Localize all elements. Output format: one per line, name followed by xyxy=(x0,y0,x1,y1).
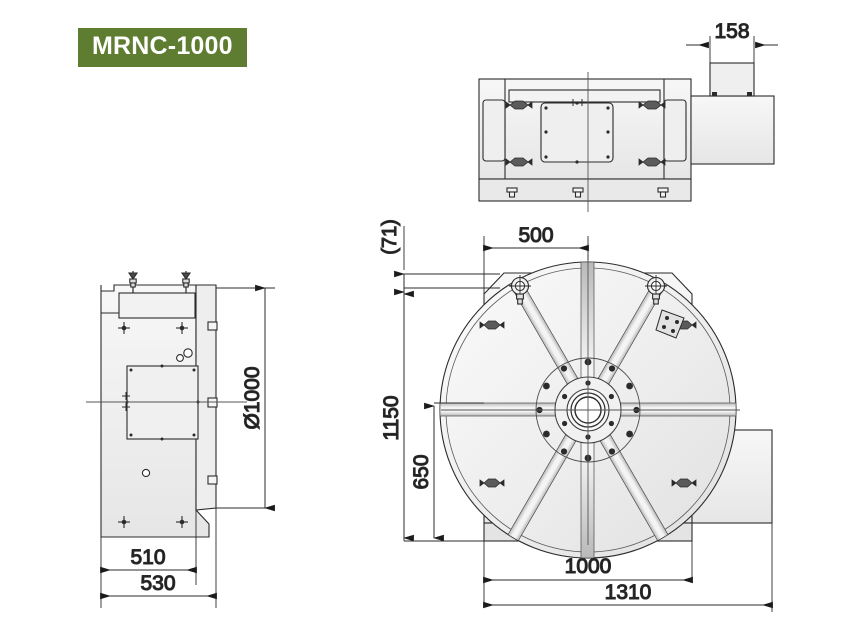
page-title: MRNC-1000 xyxy=(78,28,247,67)
top-view-motor-housing xyxy=(690,95,775,165)
dimension-dia1000 xyxy=(216,284,275,512)
side-view-bolt-markers xyxy=(118,322,188,528)
dimension-530 xyxy=(100,508,217,608)
side-view-fixture-plate xyxy=(126,365,199,440)
top-view-fixture-plate xyxy=(540,102,614,163)
side-view-top-pocket xyxy=(118,292,196,319)
top-view-rail xyxy=(508,89,661,103)
front-view-bolt-circle-inner xyxy=(562,380,615,440)
top-view-group: 158 xyxy=(478,19,778,212)
front-view-clamp-symbols xyxy=(479,320,697,488)
top-view-pocket-left xyxy=(482,99,506,162)
top-view-centre-marks xyxy=(569,99,586,106)
dimension-650 xyxy=(424,402,484,542)
dimension-1000 xyxy=(483,523,693,605)
dimension-510-label: 510 xyxy=(130,546,165,569)
dimension-dia1000-label: Ø1000 xyxy=(241,366,264,429)
dimension-71 xyxy=(394,226,500,298)
dimension-71-label: (71) xyxy=(379,219,401,255)
dimension-1310-label: 1310 xyxy=(605,581,652,604)
dimension-158-label: 158 xyxy=(714,20,749,43)
front-view-group: (71) 500 1150 xyxy=(378,219,773,612)
side-view-fixture-holes xyxy=(125,364,200,441)
side-view-lower-hole xyxy=(141,468,151,478)
dimension-1310 xyxy=(483,523,773,612)
dimension-1000-label: 1000 xyxy=(565,555,612,578)
side-view-port-hole-b xyxy=(183,348,193,358)
top-view-pocket-right xyxy=(663,99,687,162)
dimension-500-label: 500 xyxy=(518,224,553,247)
front-view-eyebolts xyxy=(509,275,667,305)
side-view-group: Ø1000 510 530 xyxy=(86,271,275,608)
top-view-motor-cap xyxy=(709,62,755,97)
dimension-530-label: 530 xyxy=(140,572,175,595)
top-view-feet xyxy=(506,187,669,198)
side-view-eyebolts xyxy=(127,271,192,293)
top-view-base-band xyxy=(478,178,692,202)
front-view-centerlines xyxy=(441,255,740,545)
dimension-500 xyxy=(483,236,589,296)
front-view-bolt-circle-outer xyxy=(536,358,640,462)
dimension-1150-label: 1150 xyxy=(380,395,403,440)
dimension-650-label: 650 xyxy=(410,454,433,489)
front-view-connector-plate xyxy=(655,309,685,339)
side-view-port-hole-a xyxy=(176,354,184,362)
dimension-158 xyxy=(686,36,778,66)
side-view-side-lugs xyxy=(207,321,218,485)
dimension-510 xyxy=(100,510,197,585)
dimension-1150 xyxy=(394,288,484,542)
top-view-clamp-symbols xyxy=(505,100,666,167)
